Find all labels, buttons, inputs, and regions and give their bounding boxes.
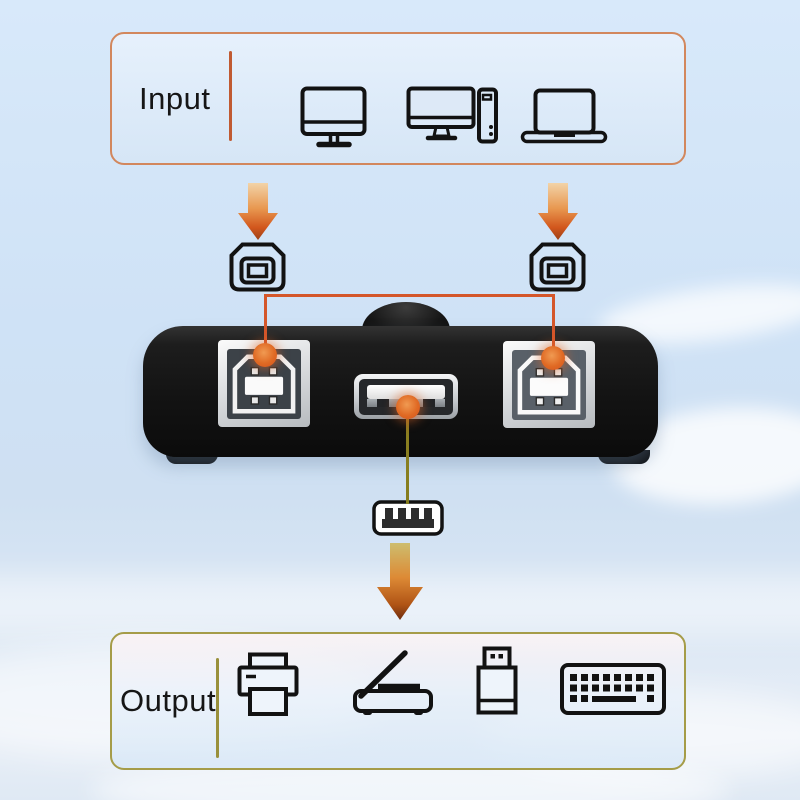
input-divider (229, 51, 232, 141)
output-divider (216, 658, 219, 758)
usb-a-tongue (367, 384, 445, 399)
usb-a-port-cavity (359, 378, 453, 415)
output-label: Output (120, 683, 217, 718)
monitor-icon (300, 86, 368, 150)
printer-icon (237, 652, 299, 718)
usb-b-port-left-cavity (227, 348, 301, 419)
connection-dot-left (253, 343, 277, 367)
keyboard-icon (560, 663, 666, 715)
down-arrow-left-icon (238, 183, 278, 241)
connector-line-horizontal (264, 294, 555, 297)
connection-dot-right (541, 346, 565, 370)
scanner-icon (352, 646, 434, 716)
usb-flash-drive-icon (476, 646, 518, 716)
down-arrow-right-icon (538, 183, 578, 241)
connection-dot-center (396, 395, 420, 419)
usb-b-plug-icon-left (229, 242, 286, 292)
usb-a-notch (377, 398, 389, 407)
usb-a-plug-icon (372, 500, 444, 536)
laptop-icon (520, 88, 608, 144)
desktop-pc-icon (406, 86, 500, 146)
usb-b-plug-icon-right (529, 242, 586, 292)
connector-line-center (406, 406, 409, 504)
connector-line-left (264, 294, 267, 356)
down-arrow-output-icon (377, 543, 423, 621)
connector-line-right (552, 294, 555, 356)
input-panel: Input (110, 32, 686, 165)
usb-a-notch (423, 398, 435, 407)
output-panel: Output (110, 632, 686, 770)
input-label: Input (139, 80, 211, 116)
